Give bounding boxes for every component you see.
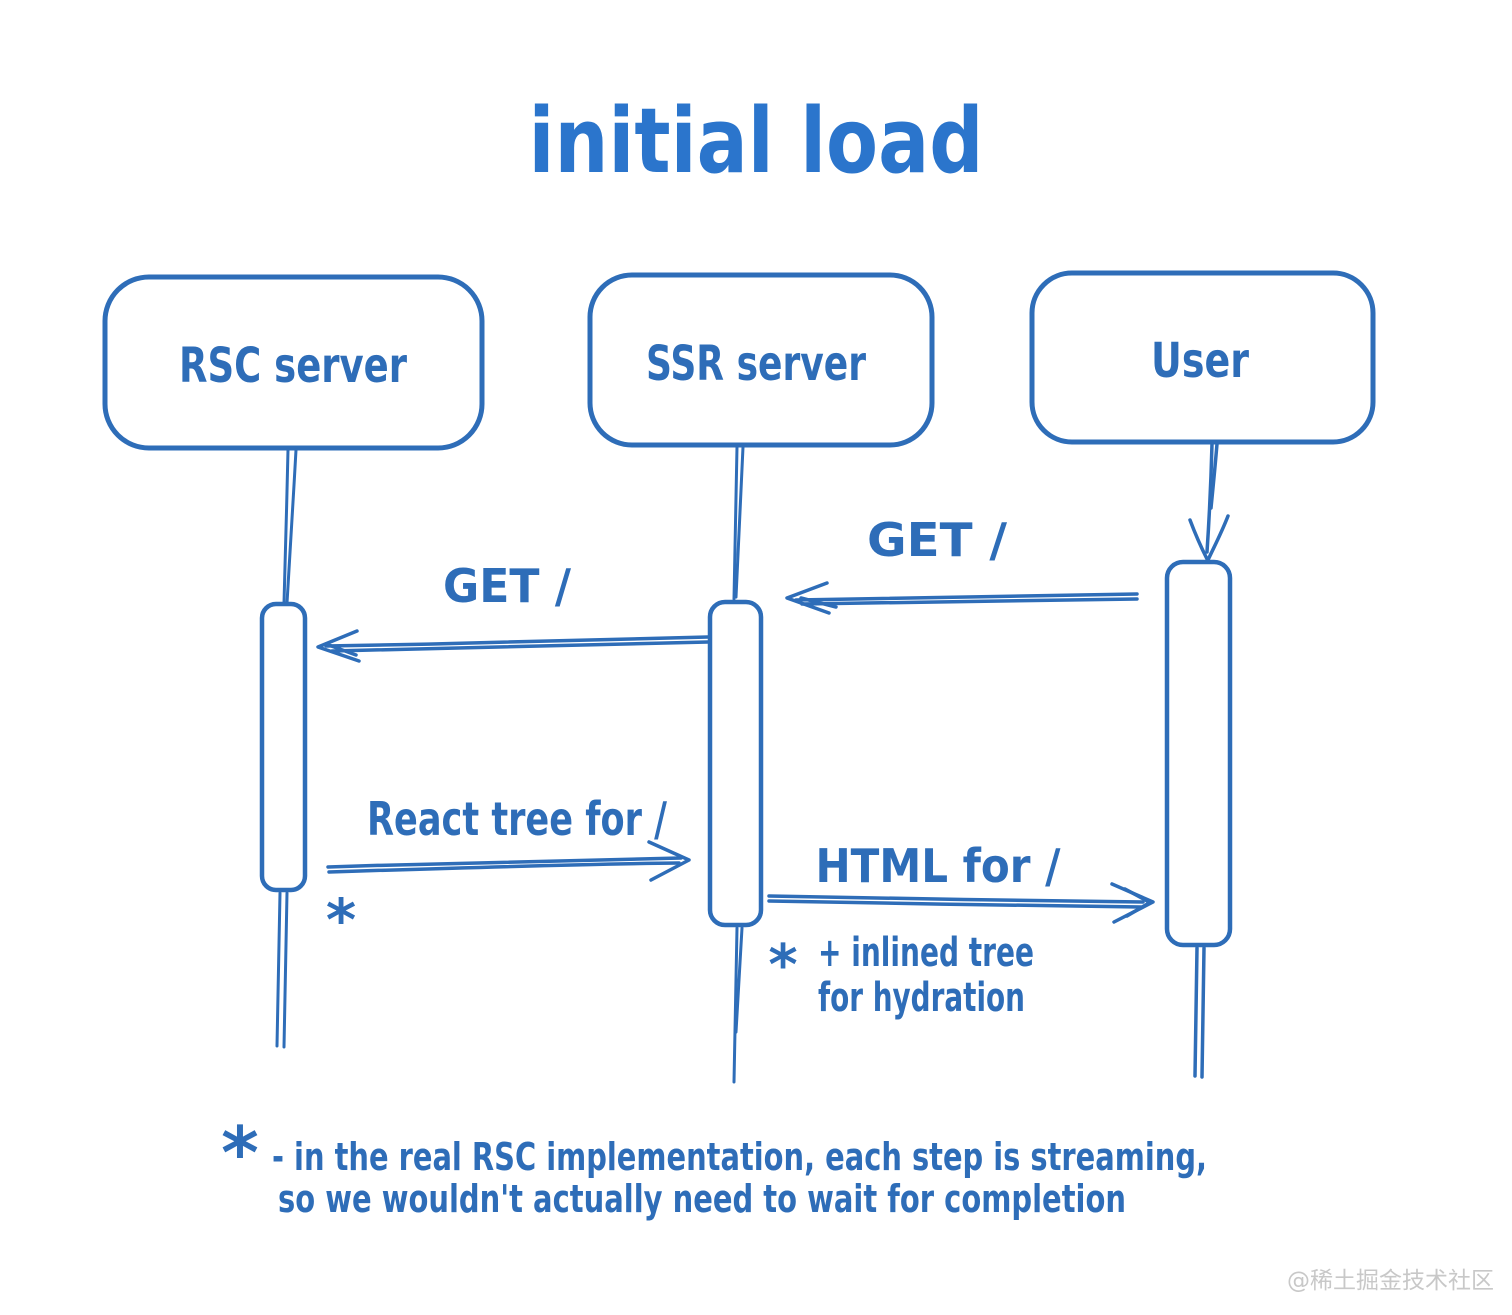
arrow-shaft [327,861,681,874]
actor-rsc: RSC server [102,274,485,451]
actor-label-user: User [1151,333,1249,389]
message-label: GET / [443,559,571,613]
actor-box-rsc [102,274,485,451]
lifeline-ssr-tail [734,926,744,1034]
arrowhead-right [1123,887,1151,904]
lifeline-user-tail [1200,946,1206,1079]
watermark-text: @稀土掘金技术社区 [1287,1268,1494,1294]
rsc-asterisk-marker: * [326,886,356,954]
arrow-shaft [324,635,710,648]
arrowhead-right [647,840,691,882]
lifeline-rsc-stroke [282,448,290,605]
lifeline-ssr [732,445,745,1084]
lifeline-ssr-stroke [734,445,745,599]
ssr-note: * + inlined tree for hydration [768,930,1034,1021]
arrowhead-left [785,581,831,615]
ssr-note-line1: + inlined tree [818,930,1034,976]
ssr-note-line2: for hydration [818,975,1025,1021]
actor-box-user [1029,270,1376,445]
arrow-shaft [800,597,1139,606]
arrow-shaft [767,899,1143,909]
lifeline-user [1188,442,1230,1079]
lifeline-rsc-tail [275,891,282,1048]
arrowhead-left [316,629,361,663]
arrow-shaft [326,856,683,869]
footnote-asterisk-marker: * [221,1111,259,1195]
message-html-for: HTML for / [767,839,1155,924]
message-get-ssr-to-rsc: GET / [316,559,710,663]
lifeline-ssr-tail [732,926,739,1084]
arrow-shaft [330,640,710,653]
diagram-title: initial load [529,89,984,194]
activation-bar-user [1164,559,1233,948]
user-down-arrow-shaft [1205,442,1214,554]
actor-ssr: SSR server [587,272,935,448]
arrowhead-right [1125,901,1151,918]
footnote-line1: - in the real RSC implementation, each s… [272,1135,1207,1179]
activation-bar-ssr [707,599,764,928]
user-down-arrowhead [1188,518,1209,561]
lifeline-rsc-tail [282,891,289,1049]
arrow-shaft [767,894,1145,904]
footnote-line2: so we wouldn't actually need to wait for… [278,1177,1126,1221]
lifeline-rsc-stroke [285,448,298,605]
message-label: GET / [867,513,1007,567]
message-get-user-to-ssr: GET / [785,513,1139,615]
activation-bar-rsc [259,601,308,893]
actor-label-rsc: RSC server [179,338,407,394]
ssr-asterisk-marker: * [768,933,797,998]
arrow-shaft [794,592,1139,602]
actor-user: User [1029,270,1376,445]
actor-box-ssr [587,272,935,448]
message-label: HTML for / [816,839,1061,893]
lifeline-rsc [275,448,298,1049]
arrowhead-left [799,596,838,609]
message-react-tree: React tree for / [326,792,691,882]
footnote: * - in the real RSC implementation, each… [221,1111,1207,1221]
user-down-arrowhead [1206,514,1230,562]
message-label: React tree for / [367,792,667,846]
actor-label-ssr: SSR server [646,336,866,392]
arrowhead-left [324,642,358,657]
user-down-arrow-shaft [1209,442,1219,510]
lifeline-user-tail [1193,946,1199,1078]
lifeline-ssr-stroke [732,445,739,601]
